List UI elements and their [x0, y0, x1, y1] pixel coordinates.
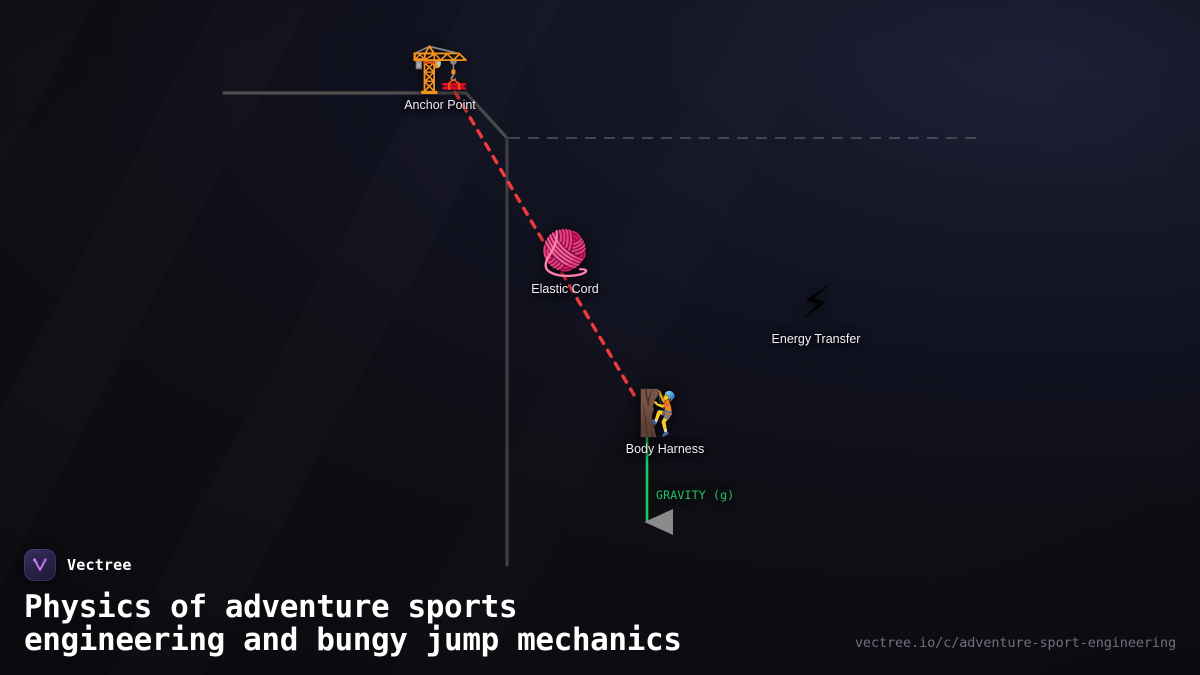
- vectree-glyph: [33, 558, 47, 572]
- site-url[interactable]: vectree.io/c/adventure-sport-engineering: [854, 635, 1176, 651]
- climbing-person-icon: 🧗: [637, 388, 693, 439]
- node-anchor-point[interactable]: 🏗️ Anchor Point: [340, 44, 540, 112]
- page-title: Physics of adventure sports engineering …: [24, 591, 682, 657]
- gravity-vector-label: GRAVITY (g): [656, 488, 735, 502]
- brand-name: Vectree: [67, 556, 132, 575]
- headline-line-1: Physics of adventure sports: [24, 589, 518, 626]
- footer: Vectree Physics of adventure sports engi…: [0, 549, 1200, 675]
- brand-lockup[interactable]: Vectree: [24, 549, 1176, 582]
- node-elastic-cord[interactable]: 🧶 Elastic Cord: [465, 228, 665, 297]
- node-label-anchor-point: Anchor Point: [404, 98, 476, 112]
- node-label-body-harness: Body Harness: [625, 442, 705, 456]
- high-voltage-icon: ⚡: [800, 278, 832, 329]
- headline-row: Physics of adventure sports engineering …: [24, 591, 1176, 657]
- node-label-elastic-cord: Elastic Cord: [531, 282, 599, 296]
- yarn-ball-icon: 🧶: [537, 228, 593, 279]
- headline-line-2: engineering and bungy jump mechanics: [24, 622, 682, 659]
- crane-icon: 🏗️: [410, 40, 470, 96]
- vectree-logo-icon: [24, 549, 56, 582]
- node-body-harness[interactable]: 🧗 Body Harness: [565, 388, 765, 457]
- node-label-energy-transfer: Energy Transfer: [771, 332, 861, 346]
- node-energy-transfer[interactable]: ⚡ Energy Transfer: [716, 278, 916, 347]
